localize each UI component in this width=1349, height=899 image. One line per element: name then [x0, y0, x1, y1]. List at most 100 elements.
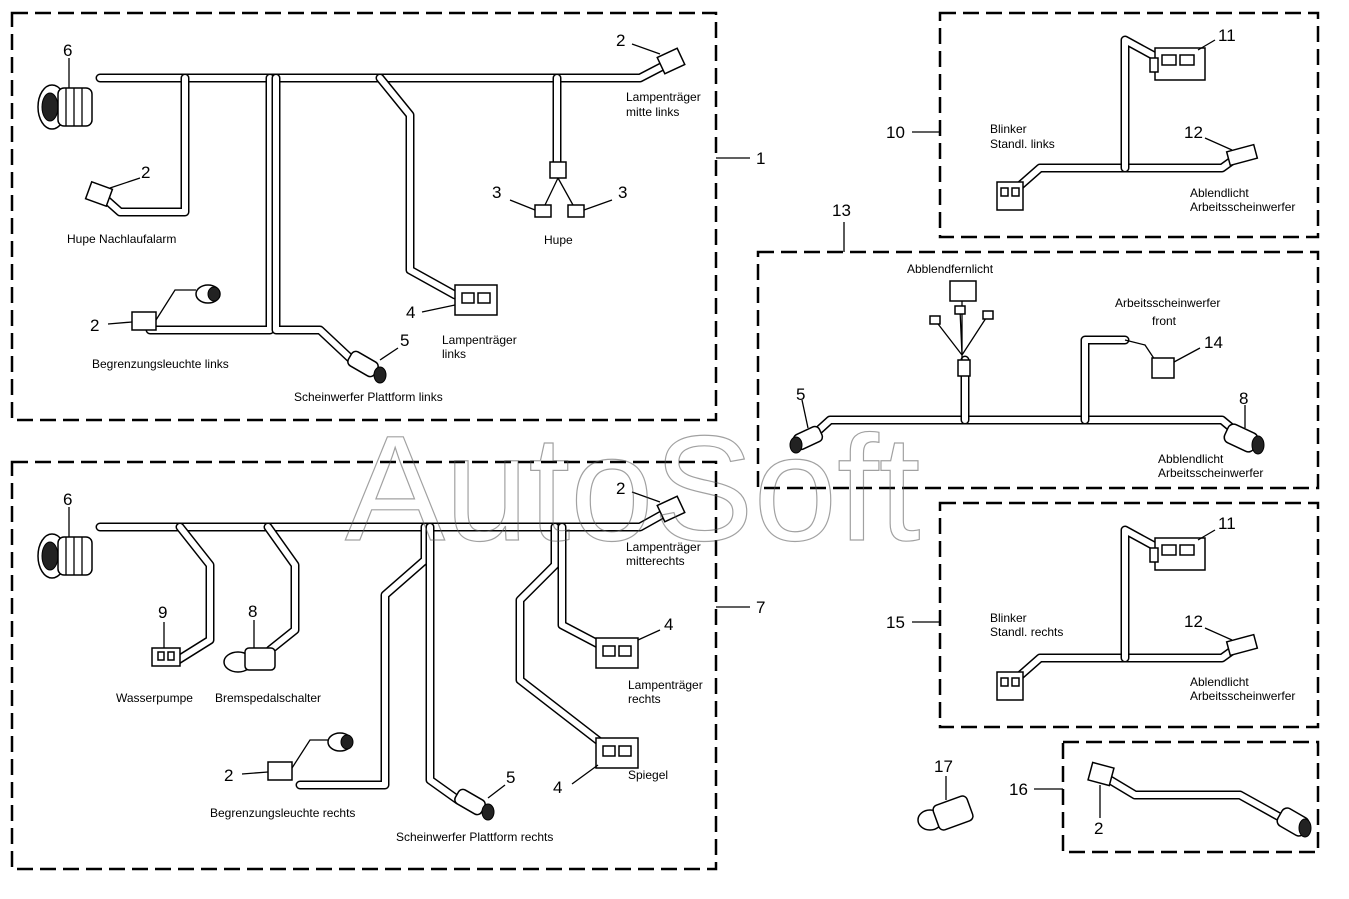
- panel-16-ref: 16: [1009, 780, 1028, 799]
- p7-label-wasser: Wasserpumpe: [116, 691, 193, 705]
- bullet-connector-icon: [454, 788, 495, 821]
- bullet-connector-icon: [347, 350, 387, 384]
- bullet-connector-icon: [1223, 423, 1265, 455]
- p1-label-lamp-links-1: Lampenträger: [442, 333, 517, 347]
- p1-label-hupe-nach: Hupe Nachlaufalarm: [67, 232, 176, 246]
- round-connector-icon: [37, 84, 93, 130]
- p13-label-abblendfern: Abblendfernlicht: [907, 262, 994, 276]
- p13-label-abbl-2: Arbeitsscheinwerfer: [1158, 466, 1263, 480]
- plug-connector-icon: [84, 180, 114, 208]
- block-connector-icon: [1149, 47, 1206, 81]
- p15-label-blinker-2: Standl. rechts: [990, 625, 1063, 639]
- panel-13: 13 Abblendfernlicht 14 Arbeitsscheinwerf…: [756, 201, 1320, 490]
- p7-item-2-begr: 2: [224, 766, 233, 785]
- flat-connector-icon: [1225, 143, 1259, 167]
- panel-16: 16 2: [1009, 740, 1320, 854]
- p7-label-lamp-mid-1: Lampenträger: [626, 540, 701, 554]
- plug-connector-icon: [267, 732, 354, 781]
- block-connector-icon: [595, 737, 639, 769]
- p7-label-spiegel: Spiegel: [628, 768, 668, 782]
- p15-label-blinker-1: Blinker: [990, 611, 1027, 625]
- panel-10-frame: [938, 11, 1320, 239]
- p1-label-begr-links: Begrenzungsleuchte links: [92, 357, 229, 371]
- p10-item-12: 12: [1184, 123, 1203, 142]
- p1-item-3-left: 3: [492, 183, 501, 202]
- p1-label-lamp-mid-2: mitte links: [626, 105, 679, 119]
- panel-7-frame: [10, 460, 718, 871]
- panel-10-ref: 10: [886, 123, 905, 142]
- block-connector-icon: [1149, 537, 1206, 571]
- round-connector-icon: [37, 533, 93, 579]
- plug-connector-icon: [131, 284, 221, 331]
- panel-15-frame: [938, 501, 1320, 729]
- panel-16-harness: [1105, 775, 1290, 825]
- panel-1-ref: 1: [756, 149, 765, 168]
- panel-10-harness: [1010, 35, 1245, 195]
- panel-15-ref: 15: [886, 613, 905, 632]
- block-connector-icon: [454, 284, 498, 316]
- panel-7-ref: 7: [756, 598, 765, 617]
- p15-label-abl-2: Arbeitsscheinwerfer: [1190, 689, 1295, 703]
- item-17-ref: 17: [934, 757, 953, 776]
- p13-label-arb-front-1: Arbeitsscheinwerfer: [1115, 296, 1220, 310]
- p7-item-2-top: 2: [616, 479, 625, 498]
- p7-item-4-right: 4: [664, 615, 673, 634]
- panel-13-frame: [756, 250, 1320, 490]
- panel-10: 10 11 12 Blinker Standl. links Ablendlic…: [886, 11, 1320, 239]
- p1-label-lamp-links-2: links: [442, 347, 466, 361]
- bullet-connector-icon: [223, 647, 276, 673]
- bullet-connector-icon: [917, 795, 974, 831]
- p15-item-11: 11: [1218, 514, 1236, 533]
- p10-label-abl-2: Arbeitsscheinwerfer: [1190, 200, 1295, 214]
- multi-plug-icon: [929, 280, 994, 377]
- p10-label-blinker-1: Blinker: [990, 122, 1027, 136]
- p1-label-hupe: Hupe: [544, 233, 573, 247]
- watermark-text: AutoSoft: [345, 404, 920, 572]
- p13-item-5: 5: [796, 385, 805, 404]
- panel-15: 15 11 12 Blinker Standl. rechts Ablendli…: [886, 501, 1320, 729]
- panel-13-ref: 13: [832, 201, 851, 220]
- p7-label-lamp-mid-2: mitterechts: [626, 554, 685, 568]
- bullet-connector-icon: [789, 425, 824, 454]
- p13-label-arb-front-2: front: [1152, 314, 1177, 328]
- p1-item-6: 6: [63, 41, 72, 60]
- p1-item-4: 4: [406, 303, 415, 322]
- p13-item-8: 8: [1239, 389, 1248, 408]
- p1-label-lamp-mid-1: Lampenträger: [626, 90, 701, 104]
- p7-label-begr-rechts: Begrenzungsleuchte rechts: [210, 806, 355, 820]
- p1-label-scheinw-links: Scheinwerfer Plattform links: [294, 390, 443, 404]
- p1-item-2-begr: 2: [90, 316, 99, 335]
- p1-item-2-hupe: 2: [141, 163, 150, 182]
- p7-label-lamp-re-1: Lampenträger: [628, 678, 703, 692]
- p1-item-3-right: 3: [618, 183, 627, 202]
- bullet-connector-icon: [1276, 807, 1312, 838]
- flat-connector-icon: [1225, 633, 1259, 657]
- p15-label-abl-1: Ablendlicht: [1190, 675, 1249, 689]
- plug-connector-icon: [1087, 761, 1115, 787]
- panel-1-harness: [95, 60, 670, 365]
- p7-item-8: 8: [248, 602, 257, 621]
- p10-item-11: 11: [1218, 26, 1236, 45]
- p7-item-4-spiegel: 4: [553, 778, 562, 797]
- p7-label-lamp-re-2: rechts: [628, 692, 661, 706]
- square-connector-icon: [996, 671, 1024, 701]
- p7-item-6: 6: [63, 490, 72, 509]
- panel-16-frame: [1061, 740, 1320, 854]
- p7-item-5: 5: [506, 768, 515, 787]
- p1-item-2-top: 2: [616, 31, 625, 50]
- p16-item-2: 2: [1094, 819, 1103, 838]
- item-17: 17: [917, 757, 974, 831]
- panel-1: 1 6: [10, 11, 765, 422]
- p7-item-9: 9: [158, 603, 167, 622]
- plug-connector-icon: [656, 47, 686, 75]
- p13-label-abbl-1: Abblendlicht: [1158, 452, 1224, 466]
- p7-label-scheinw-rechts: Scheinwerfer Plattform rechts: [396, 830, 553, 844]
- panel-7-harness: [95, 508, 670, 805]
- block-connector-icon: [595, 637, 639, 669]
- p13-item-14: 14: [1204, 333, 1223, 352]
- square-connector-icon: [996, 181, 1024, 211]
- small-connector-icon: [1124, 339, 1175, 379]
- p1-item-5: 5: [400, 331, 409, 350]
